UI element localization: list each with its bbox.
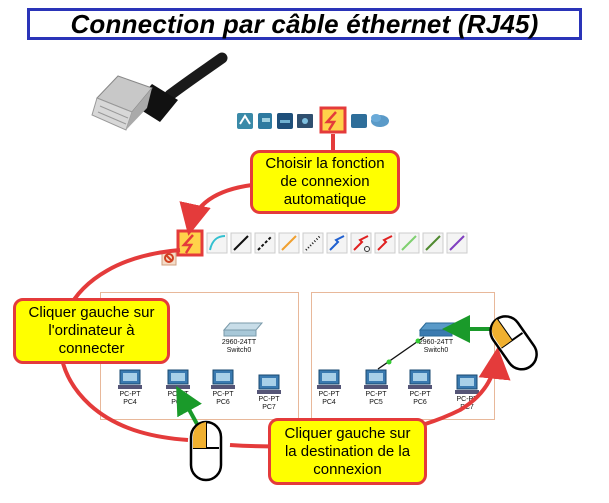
mouse-click-icon (189, 420, 223, 482)
straight-through-cable-icon[interactable] (230, 232, 252, 254)
page-title: Connection par câble éthernet (RJ45) (70, 8, 539, 39)
wireless-device-icon[interactable] (297, 114, 313, 128)
arrow-loop (58, 248, 189, 442)
callout-auto-connect: Choisir la fonction de connexion automat… (250, 150, 400, 214)
serial-dce-icon[interactable] (350, 232, 372, 254)
mouse-click-icon (489, 315, 538, 371)
link-status-dot (415, 338, 421, 344)
switch-icon[interactable] (222, 322, 264, 337)
router-icon[interactable] (237, 113, 253, 129)
pc-icon[interactable] (211, 369, 235, 389)
callout-click-destination: Cliquer gauche sur la destination de la … (268, 418, 427, 485)
serial-dte-icon[interactable] (374, 232, 396, 254)
connections-icon[interactable] (319, 106, 347, 134)
pc-icon[interactable] (408, 369, 432, 389)
cable-jacket (164, 52, 228, 101)
cloud-icon[interactable] (371, 114, 389, 127)
link-status-dot (386, 359, 392, 365)
arrow-to-auto-connect (179, 183, 253, 236)
pc-icon[interactable] (257, 374, 281, 394)
switch-icon[interactable] (258, 113, 272, 129)
end-device-icon[interactable] (351, 114, 367, 128)
iot-cable-icon[interactable] (446, 232, 468, 254)
title-banner: Connection par câble éthernet (RJ45) (27, 8, 582, 40)
pc-icon[interactable] (118, 369, 142, 389)
hub-icon[interactable] (277, 113, 293, 129)
fiber-cable-icon[interactable] (278, 232, 300, 254)
octal-cable-icon[interactable] (398, 232, 420, 254)
pc-icon[interactable] (455, 374, 479, 394)
phone-cable-icon[interactable] (302, 232, 324, 254)
no-connection-icon[interactable] (161, 250, 177, 266)
crossover-cable-icon[interactable] (254, 232, 276, 254)
pc-icon[interactable] (317, 369, 341, 389)
callout-click-pc: Cliquer gauche sur l'ordinateur à connec… (13, 298, 170, 364)
pc-icon[interactable] (364, 369, 388, 389)
green-arrow-pc5 (176, 385, 202, 425)
coaxial-cable-icon[interactable] (326, 232, 348, 254)
console-cable-icon[interactable] (206, 232, 228, 254)
usb-cable-icon[interactable] (422, 232, 444, 254)
